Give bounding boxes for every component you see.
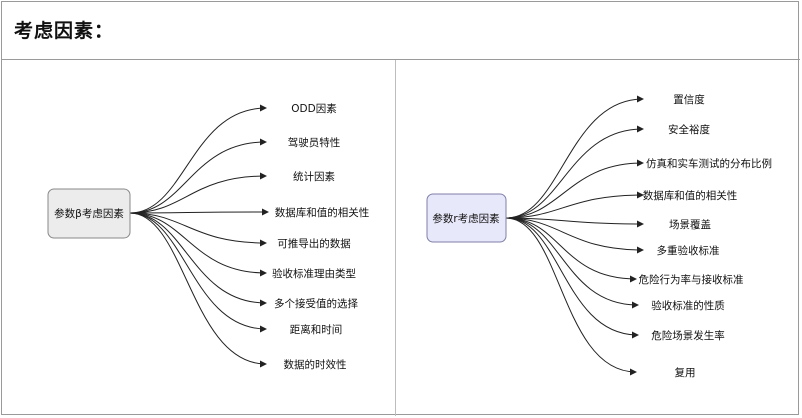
connector-arrow (505, 217, 637, 283)
connector-arrow (505, 159, 644, 219)
left-branch-labels: ODD因素 驾驶员特性 统计因素 数据库和值的相关性 可推导出的数据 验收标准理… (272, 102, 369, 371)
right-branch-label: 仿真和实车测试的分布比例 (646, 157, 772, 170)
left-branch-label: 数据库和值的相关性 (275, 206, 370, 219)
left-root-node: 参数β考虑因素 (47, 188, 131, 239)
right-branch-label: 多重验收标准 (657, 244, 720, 257)
page-title: 考虑因素： (14, 20, 115, 42)
connector-arrow (129, 212, 267, 333)
connector-arrow (129, 212, 267, 307)
connector-arrow (505, 217, 637, 376)
connector-arrow (505, 191, 644, 219)
connector-arrow (505, 217, 644, 254)
connector-arrow (129, 172, 267, 214)
connector-arrow (129, 212, 267, 247)
connector-arrow (129, 138, 267, 214)
connector-arrow (505, 125, 644, 219)
header-bar: 考虑因素： (2, 2, 800, 60)
right-branch-label: 危险场景发生率 (651, 329, 725, 342)
connector-arrow (505, 95, 644, 219)
right-root-label: 参数r考虑因素 (432, 212, 499, 225)
connector-arrow (129, 208, 269, 216)
right-branch-label: 场景覆盖 (669, 218, 711, 231)
left-branch-label: 多个接受值的选择 (274, 297, 358, 310)
left-branch-label: 数据的时效性 (284, 358, 347, 371)
right-branch-label: 危险行为率与接收标准 (639, 273, 744, 286)
right-branch-label: 数据库和值的相关性 (643, 189, 738, 202)
connector-arrow (505, 217, 639, 339)
right-diagram-edges (505, 95, 644, 376)
connector-arrow (129, 212, 267, 368)
left-branch-label: 可推导出的数据 (277, 237, 351, 250)
connector-arrow (129, 104, 267, 214)
right-root-node: 参数r考虑因素 (426, 193, 507, 243)
left-branch-label: 验收标准理由类型 (272, 267, 356, 280)
left-branch-label: ODD因素 (291, 102, 336, 115)
left-root-label: 参数β考虑因素 (54, 207, 124, 220)
right-branch-label: 安全裕度 (668, 123, 710, 136)
left-branch-label: 统计因素 (293, 170, 335, 183)
connector-arrow (505, 217, 639, 309)
right-branch-label: 验收标准的性质 (651, 299, 725, 312)
right-branch-label: 置信度 (673, 93, 705, 106)
panel-divider (395, 60, 396, 416)
right-branch-labels: 置信度 安全裕度 仿真和实车测试的分布比例 数据库和值的相关性 场景覆盖 多重验… (639, 93, 773, 379)
right-branch-label: 复用 (675, 366, 696, 379)
left-branch-label: 驾驶员特性 (288, 136, 341, 149)
connector-arrow (505, 217, 644, 228)
left-branch-label: 距离和时间 (290, 323, 343, 336)
left-diagram-edges (129, 104, 269, 368)
connector-arrow (129, 212, 267, 277)
